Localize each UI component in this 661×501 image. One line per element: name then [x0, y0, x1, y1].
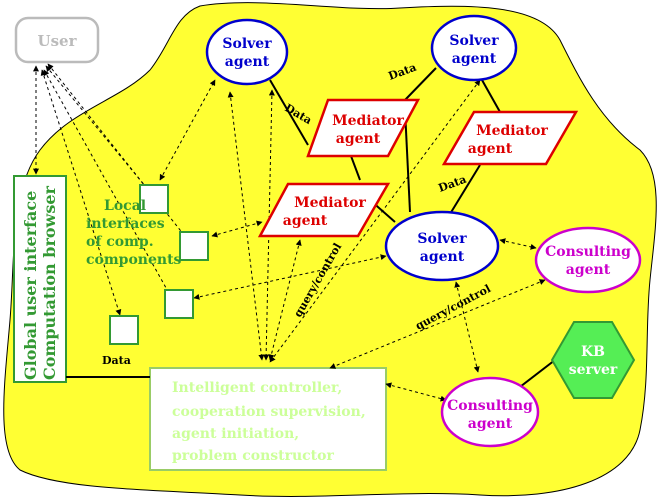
- local-interface-boxes: [109, 184, 209, 345]
- solver-agent-2: Solver agent: [430, 14, 518, 82]
- svg-text:Mediator: Mediator: [476, 123, 548, 139]
- local-interface-box: [109, 315, 139, 345]
- svg-text:agent: agent: [225, 54, 270, 70]
- controller-line3: agent initiation,: [172, 426, 299, 442]
- solver-agent-1: Solver agent: [205, 18, 289, 86]
- controller-line4: problem constructor: [172, 448, 334, 464]
- local-interface-box: [179, 231, 209, 261]
- svg-text:KB: KB: [581, 344, 605, 360]
- mediator-agent-1: Mediator agent: [306, 98, 421, 158]
- mediator-agent-3: Mediator agent: [257, 182, 391, 238]
- kb-server: KB server: [550, 321, 636, 399]
- user-label: User: [38, 32, 78, 50]
- svg-text:Consulting: Consulting: [447, 398, 533, 414]
- local-interface-box: [139, 184, 169, 214]
- svg-text:Mediator: Mediator: [294, 195, 366, 211]
- svg-text:Solver: Solver: [417, 231, 467, 247]
- svg-text:agent: agent: [283, 213, 328, 229]
- svg-text:agent: agent: [336, 131, 381, 147]
- controller-box: Intelligent controller, cooperation supe…: [149, 367, 387, 471]
- svg-text:agent: agent: [566, 262, 611, 278]
- user-node: User: [14, 16, 100, 64]
- svg-text:of comp.: of comp.: [86, 234, 154, 250]
- svg-text:components: components: [86, 252, 182, 268]
- solver-agent-3: Solver agent: [384, 210, 500, 282]
- controller-line2: cooperation supervision,: [172, 404, 366, 420]
- svg-text:Mediator: Mediator: [332, 113, 404, 129]
- svg-text:agent: agent: [468, 141, 513, 157]
- consulting-agent-2: Consulting agent: [440, 376, 540, 448]
- svg-text:Consulting: Consulting: [545, 244, 631, 260]
- svg-text:interfaces: interfaces: [86, 216, 165, 232]
- global-ui-line1: Global user interface: [21, 191, 40, 380]
- local-interfaces-label: Local interfaces of comp. components: [86, 198, 182, 268]
- svg-text:agent: agent: [468, 416, 513, 432]
- local-interface-box: [164, 289, 194, 319]
- mediator-agent-2: Mediator agent: [441, 110, 579, 166]
- global-ui-line2: Computation browser: [40, 185, 59, 380]
- svg-text:Solver: Solver: [222, 36, 272, 52]
- consulting-agent-1: Consulting agent: [534, 226, 642, 294]
- svg-text:agent: agent: [420, 249, 465, 265]
- edge-label-data: Data: [102, 354, 131, 367]
- svg-text:agent: agent: [452, 51, 497, 67]
- svg-text:Solver: Solver: [449, 33, 499, 49]
- svg-text:Local: Local: [104, 198, 146, 214]
- global-ui-box: Global user interface Computation browse…: [13, 175, 67, 383]
- controller-line1: Intelligent controller,: [172, 380, 342, 396]
- svg-text:server: server: [569, 362, 618, 378]
